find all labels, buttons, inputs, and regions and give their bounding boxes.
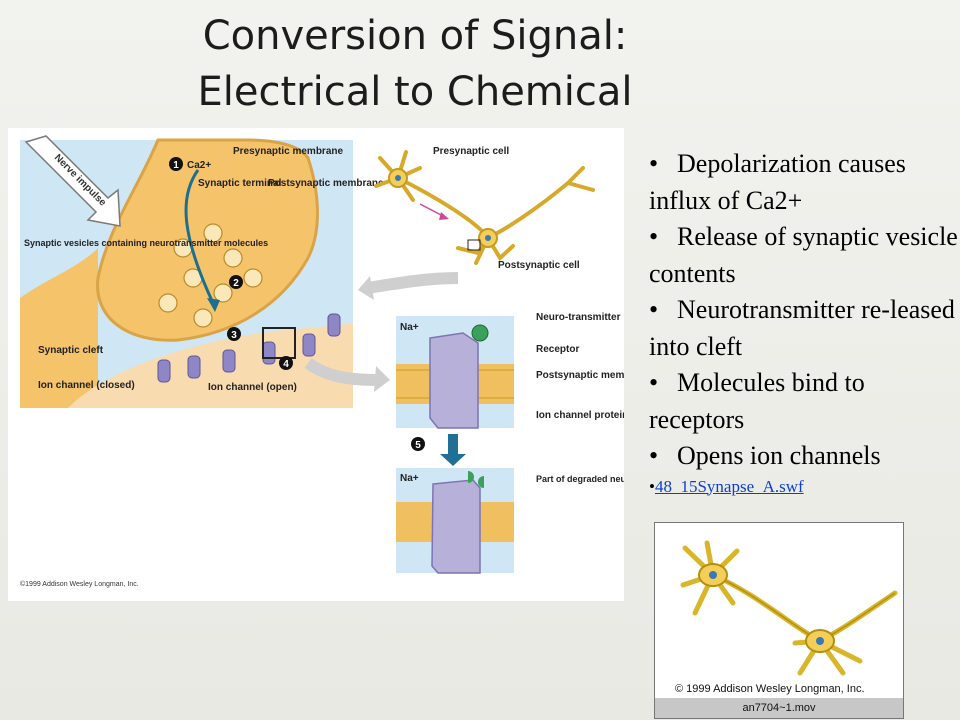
degraded-nt-label: Part of degraded neuro-transmitter (536, 474, 624, 484)
channel-panel-bottom: Na+ (396, 468, 514, 574)
bullet-item: •Molecules bind to receptors (649, 368, 865, 434)
ca-label: Ca2+ (187, 160, 211, 171)
postsynaptic-membrane-label: Postsynaptic membrane (268, 178, 384, 189)
title-line-2: Electrical to Chemical (197, 69, 633, 115)
step-2: 2 (233, 278, 239, 289)
link-bullet: • (649, 476, 655, 496)
channel-panel-top: Na+ (396, 316, 514, 429)
ion-channel-protein-label: Ion channel protein (536, 410, 624, 421)
step-markers (169, 157, 293, 370)
figure-copyright: ©1999 Addison Wesley Longman, Inc. (20, 580, 139, 588)
video-filename-bar: an7704~1.mov (655, 698, 903, 718)
bullet-list: •Depolarization causes influx of Ca2+ •R… (649, 146, 959, 497)
synapse-main-panel: Nerve impulse (20, 135, 384, 408)
bullet-item: •Depolarization causes influx of Ca2+ (649, 149, 906, 215)
bullet-item: •Opens ion channels (649, 441, 881, 470)
synaptic-cleft-label: Synaptic cleft (38, 345, 104, 356)
na-plus-label-1: Na+ (400, 322, 419, 333)
zoom-box (262, 327, 296, 359)
step-3: 3 (231, 330, 237, 341)
video-copyright: © 1999 Addison Wesley Longman, Inc. (675, 683, 865, 695)
receptor-label: Receptor (536, 344, 579, 355)
bullet-item: •Neurotransmitter re-leased into cleft (649, 295, 955, 361)
synaptic-vesicles-label: Synaptic vesicles containing neurotransm… (24, 238, 268, 248)
nerve-impulse-arrow (24, 135, 121, 227)
video-neuron-art (680, 540, 898, 676)
title-line-1: Conversion of Signal: (202, 13, 628, 59)
synaptic-terminal-label: Synaptic terminal (198, 178, 282, 189)
ion-channel-closed-label: Ion channel (closed) (38, 380, 135, 391)
video-thumbnail[interactable]: © 1999 Addison Wesley Longman, Inc. an77… (654, 522, 904, 719)
synapse-figure: Nerve impulse (8, 128, 624, 601)
neurotransmitter-label: Neuro-transmitter (536, 312, 621, 323)
ion-channel-open-label: Ion channel (open) (208, 382, 297, 393)
postsynaptic-membrane-label-2: Postsynaptic membrane (536, 370, 624, 381)
step-5: 5 (415, 440, 421, 451)
step-1: 1 (173, 160, 179, 171)
postsynaptic-cell-label: Postsynaptic cell (498, 260, 580, 271)
media-link-row: •48_15Synapse_A.swf (649, 477, 959, 497)
presynaptic-membrane-label: Presynaptic membrane (233, 146, 343, 157)
media-link[interactable]: 48_15Synapse_A.swf (654, 476, 804, 496)
step-4: 4 (283, 359, 289, 370)
na-plus-label-2: Na+ (400, 473, 419, 484)
slide-title: Conversion of Signal: Electrical to Chem… (120, 8, 710, 120)
bullet-item: •Release of synaptic vesicle contents (649, 222, 958, 288)
presynaptic-cell-label: Presynaptic cell (433, 146, 509, 157)
neuron-panel: Presynaptic cell Postsynaptic cell (374, 146, 595, 271)
